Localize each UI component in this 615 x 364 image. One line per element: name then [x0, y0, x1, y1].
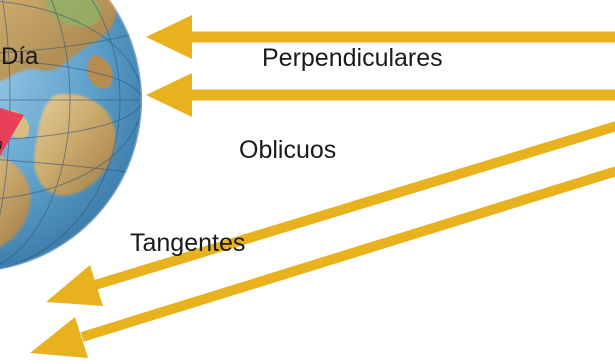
- perpendicular-rays-label: Perpendiculares: [262, 44, 443, 72]
- position-marker-icon: [0, 107, 24, 157]
- night-label-partial: on: [0, 136, 3, 153]
- oblique-rays-label: Oblicuos: [239, 136, 337, 164]
- tangent-rays-label: Tangentes: [130, 229, 246, 257]
- globe-grid: [0, 0, 142, 272]
- ray-perpendicular-bottom: [146, 73, 615, 117]
- ray-tangent: [30, 166, 615, 358]
- sun-rays: [30, 15, 615, 358]
- ray-perpendicular-top: [146, 15, 615, 59]
- ray-oblique: [46, 121, 615, 306]
- earth-globe: [0, 0, 144, 272]
- day-label: Día: [1, 43, 39, 70]
- globe-land: [0, 0, 116, 251]
